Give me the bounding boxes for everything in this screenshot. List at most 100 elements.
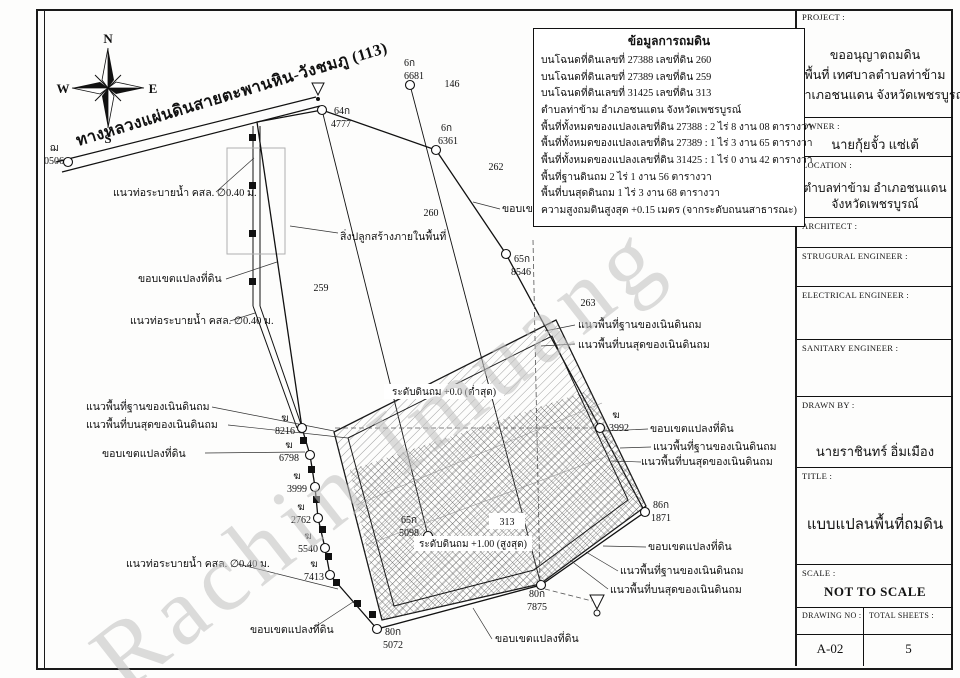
annotation-mound-base: แนวพื้นที่ฐานของเนินดินถม <box>86 399 210 413</box>
parcel-number: 263 <box>581 298 596 309</box>
annotation-boundary: ขอบเขตแปลงที่ดิน <box>648 539 732 553</box>
point-number: 3999 <box>287 484 307 495</box>
compass-icon: N S W E <box>57 31 158 146</box>
point-name: 80ก <box>385 627 401 638</box>
point-name: 65ก <box>401 515 417 526</box>
drawn-by-label: DRAWN BY : <box>802 400 855 410</box>
info-line: พื้นที่บนสุดดินถม 1 ไร่ 3 งาน 68 ตารางวา <box>541 188 720 200</box>
compass-w-label: W <box>57 81 70 96</box>
point-name: 64ก <box>334 106 350 117</box>
sheet-title-label: TITLE : <box>802 471 833 481</box>
tb-scale-section: SCALE : NOT TO SCALE <box>797 565 953 608</box>
label-chip <box>414 536 532 551</box>
point-number: 6798 <box>279 453 299 464</box>
point-number: 7875 <box>527 602 547 613</box>
point-name: ฆ <box>281 413 288 424</box>
sheet-title: แบบแปลนพื้นที่ถมดิน <box>806 517 944 533</box>
tb-drawnby-section: DRAWN BY : นายราชินทร์ อิ่มเมือง <box>797 397 953 468</box>
survey-point-labels: ฌ 0506 6ก 6681 64ก 4777 6ก 6361 65ก 8546… <box>44 58 671 651</box>
survey-markers <box>62 79 651 635</box>
info-line: พื้นที่ฐานดินถม 2 ไร่ 1 งาน 56 ตารางวา <box>541 171 712 183</box>
scale-value: NOT TO SCALE <box>823 584 927 599</box>
annotation-boundary: ขอบเขตแปลงที่ดิน <box>650 421 734 435</box>
annotation-boundary: ขอบเขตแปลงที่ดิน <box>102 446 186 460</box>
annotation-mound-base: แนวพื้นที่ฐานของเนินดินถม <box>653 439 777 453</box>
point-number: 5540 <box>298 544 318 555</box>
point-number: 6681 <box>404 71 424 82</box>
drawing-no-label: DRAWING NO : <box>802 611 862 620</box>
tb-total-sheets-cell: TOTAL SHEETS : 5 <box>864 608 953 666</box>
project-line: พื้นที่ เทศบาลตำบลท่าข้าม <box>804 68 946 82</box>
benchmark-flag-icon <box>311 82 605 617</box>
structural-engineer-label: STRUGURAL ENGINEER : <box>802 251 908 261</box>
location-label: LOCATION : <box>802 160 852 170</box>
drawn-by-name: นายราชินทร์ อิ่มเมือง <box>815 444 935 459</box>
tb-architect-section: ARCHITECT : <box>797 218 953 248</box>
point-number: 6361 <box>438 136 458 147</box>
parcel-number: 146 <box>445 79 460 90</box>
annotation-mound-top: แนวพื้นที่บนสุดของเนินดินถม <box>578 337 710 351</box>
annotation-mound-base: แนวพื้นที่ฐานของเนินดินถม <box>620 563 744 577</box>
annotation-mound-top: แนวพื้นที่บนสุดของเนินดินถม <box>610 582 742 596</box>
parcel-numbers: 146 262 260 259 263 313 <box>314 79 596 529</box>
point-name: ฆ <box>304 531 311 542</box>
road-label: ทางหลวงแผ่นดินสายตะพานหิน-วังชมภู (113) <box>74 39 390 152</box>
point-number: 2762 <box>291 515 311 526</box>
annotation-drain-pipe: แนวท่อระบายน้ำ คสล. ∅0.40 ม. <box>126 556 270 570</box>
fill-info-box: ข้อมูลการถมดิน บนโฉนดที่ดินเลขที่ 27388 … <box>533 28 813 227</box>
tb-title-section: TITLE : แบบแปลนพื้นที่ถมดิน <box>797 468 953 565</box>
point-name: ฆ <box>612 410 619 421</box>
leader-lines <box>204 157 652 640</box>
tb-owner-section: OWNER : นายกุ้ยจั้ว แซ่เต้ <box>797 118 953 157</box>
point-number: 7413 <box>304 572 324 583</box>
annotation-drain-pipe: แนวท่อระบายน้ำ คสล. ∅0.40 ม. <box>113 185 257 199</box>
annotation-building: สิ่งปลูกสร้างภายในพื้นที่ <box>340 229 446 243</box>
owner-label: OWNER : <box>802 121 840 131</box>
annotation-drain-pipe: แนวท่อระบายน้ำ คสล. ∅0.40 ม. <box>130 313 274 327</box>
info-line: บนโฉนดที่ดินเลขที่ 31425 เลขที่ดิน 313 <box>541 88 712 100</box>
annotation-mound-base: แนวพื้นที่ฐานของเนินดินถม <box>578 317 702 331</box>
point-name: 86ก <box>653 500 669 511</box>
annotation-boundary: ขอบเขตแปลงที่ดิน <box>495 631 579 645</box>
point-number: 5072 <box>383 640 403 651</box>
point-name: ฆ <box>297 502 304 513</box>
project-label: PROJECT : <box>802 12 845 22</box>
compass-s-label: S <box>104 131 111 146</box>
architect-label: ARCHITECT : <box>802 221 858 231</box>
annotation-fill-level-min: ระดับดินถม +0.0 (ต่ำสุด) <box>392 384 496 398</box>
point-number: 1871 <box>651 513 671 524</box>
mound-contours <box>355 402 611 546</box>
compass-n-label: N <box>103 31 113 46</box>
location-line: ตำบลท่าข้าม อำเภอชนแดน <box>803 181 947 195</box>
electrical-engineer-label: ELECTRICAL ENGINEER : <box>802 290 910 300</box>
tb-number-section: DRAWING NO : A-02 TOTAL SHEETS : 5 <box>797 608 953 666</box>
info-line: พื้นที่ทั้งหมดของแปลงเลขที่ดิน 31425 : 1… <box>541 155 813 167</box>
info-line: พื้นที่ทั้งหมดของแปลงเลขที่ดิน 27389 : 1… <box>541 138 813 150</box>
tb-drawing-no-cell: DRAWING NO : A-02 <box>797 608 864 666</box>
mound-top-outline <box>347 335 629 607</box>
project-line: ขออนุญาตถมดิน <box>829 48 921 62</box>
owner-name: นายกุ้ยจั้ว แซ่เต้ <box>831 137 919 152</box>
label-chip <box>489 513 525 529</box>
parcel-number: 259 <box>314 283 329 294</box>
info-box-title: ข้อมูลการถมดิน <box>627 34 711 48</box>
highway-road <box>55 96 321 173</box>
info-line: ความสูงถมดินสูงสุด +0.15 เมตร (จากระดับถ… <box>541 205 797 217</box>
tb-structural-section: STRUGURAL ENGINEER : <box>797 248 953 287</box>
sanitary-engineer-label: SANITARY ENGINEER : <box>802 343 899 353</box>
tb-project-section: PROJECT : ขออนุญาตถมดิน พื้นที่ เทศบาลตำ… <box>797 9 960 118</box>
point-name: 65ก <box>514 254 530 265</box>
point-number: 3992 <box>609 423 629 434</box>
parcel-number: 260 <box>424 208 439 219</box>
annotation-fill-level-max: ระดับดินถม +1.00 (สูงสุด) <box>419 539 527 550</box>
info-line: บนโฉนดที่ดินเลขที่ 27388 เลขที่ดิน 260 <box>541 55 712 66</box>
dashed-reference-lines <box>335 239 597 602</box>
compass-e-label: E <box>149 81 158 96</box>
label-chip <box>384 384 504 399</box>
annotation-mound-top: แนวพื้นที่บนสุดของเนินดินถม <box>641 454 773 468</box>
mound-dense-hatch <box>350 390 646 620</box>
point-name: ฆ <box>285 440 292 451</box>
annotation-boundary: ขอบเขตแปลงที่ดิน <box>250 622 334 636</box>
point-number: 0506 <box>44 156 64 167</box>
